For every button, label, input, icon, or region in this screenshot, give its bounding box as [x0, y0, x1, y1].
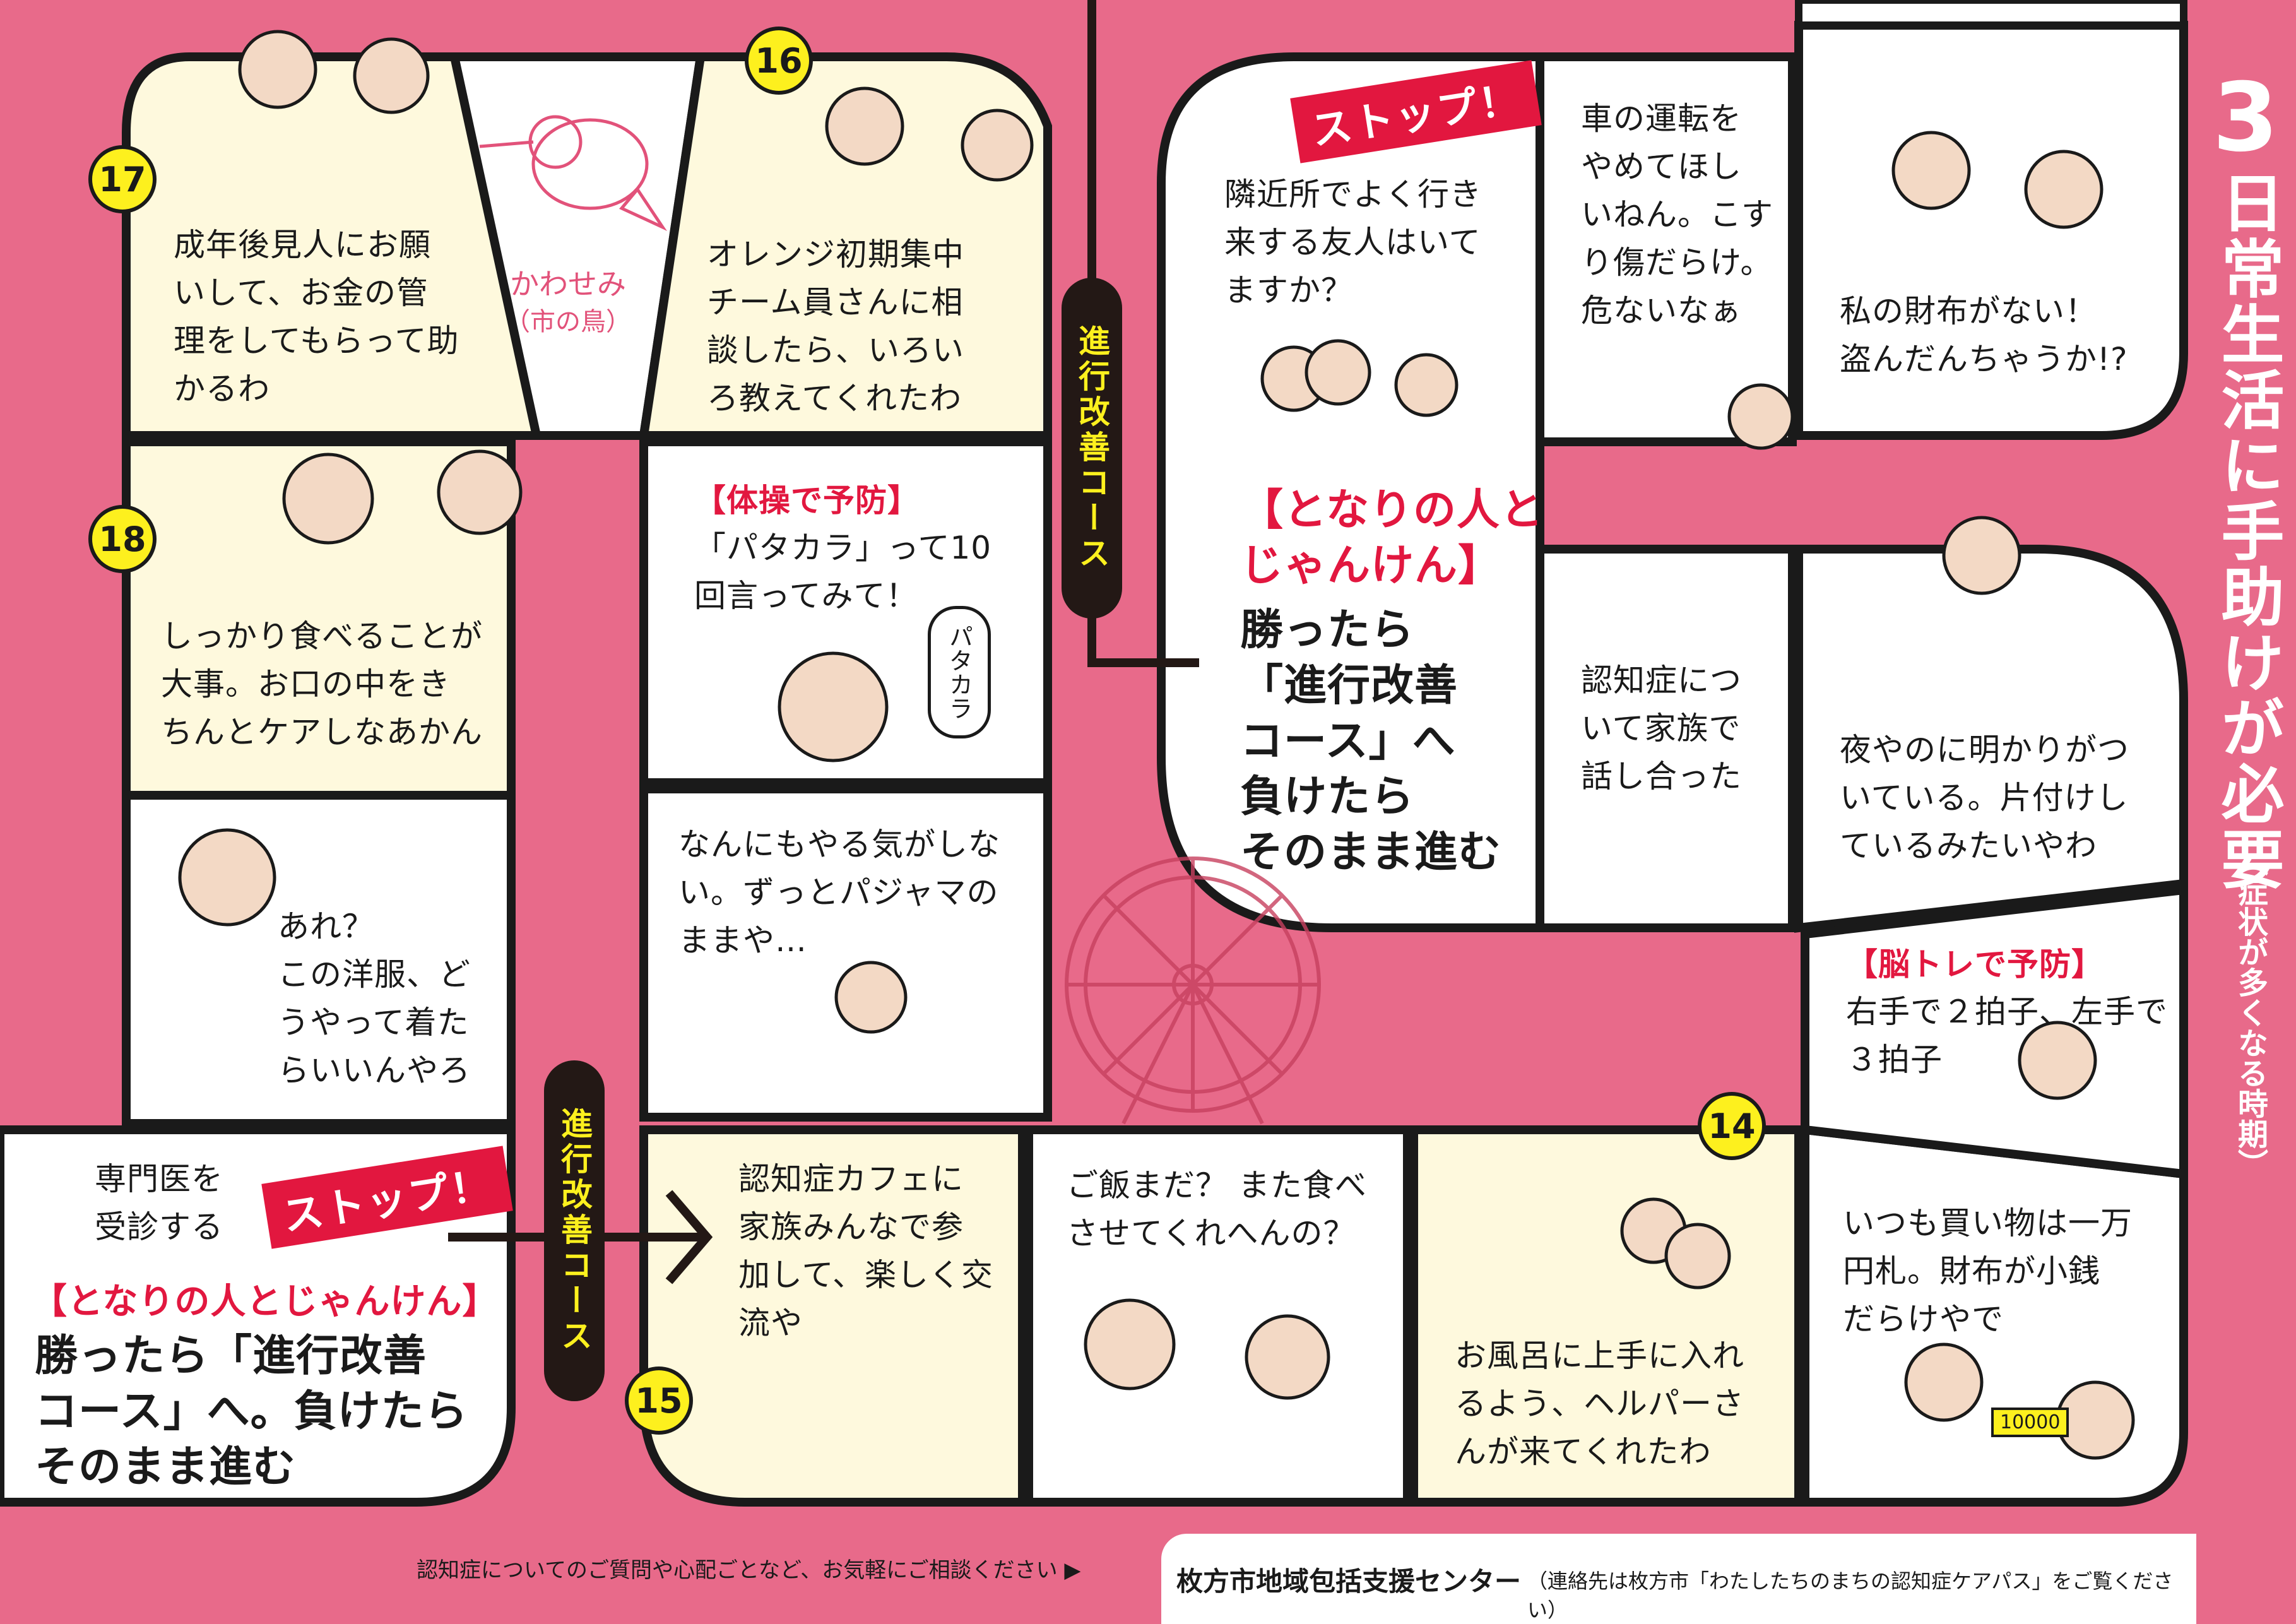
footer-contact-box: 枚方市地域包括支援センター （連絡先は枚方市「わたしたちのまちの認知症ケアパス」…: [1161, 1534, 2196, 1624]
shopping-text: いつも買い物は一万 円札。財布が小銭 だらけやで: [1843, 1205, 2133, 1337]
cell-wallet-bg: [1794, 21, 2188, 440]
cell-brain-bg: [1801, 885, 2188, 1179]
footer-note: （連絡先は枚方市「わたしたちのまちの認知症ケアパス」をご覧ください）: [1527, 1569, 2174, 1622]
cell-driving-bg: [1536, 52, 1797, 446]
stop-left-pre: 専門医を 受診する: [95, 1161, 223, 1245]
stop-center-heading: 【となりの人と じゃんけん】: [1240, 485, 1544, 591]
driving-text: 車の運転を やめてほし いねん。こす り傷だらけ。 危ないなぁ: [1581, 100, 1773, 329]
night-text: 夜やのに明かりがつ いている。片付けし ているみたいやわ: [1840, 732, 2129, 864]
ferris-wheel-decoration: [1065, 856, 1321, 1125]
kingfisher-name: かわせみ: [510, 267, 626, 301]
cell-14-text: お風呂に上手に入れ るよう、ヘルパーさ んが来てくれたわ: [1455, 1337, 1744, 1470]
pajama-text: なんにもやる気がしな い。ずっとパジャマの ままや…: [678, 826, 1000, 959]
clothes-text: あれ？ この洋服、ど うやって着た らいいんやろ: [278, 908, 471, 1089]
sidebar-title: 日常生活に手助けが必要: [2210, 170, 2284, 892]
meal-text: ご飯まだ？ また食べ させてくれへんの？: [1067, 1167, 1367, 1252]
cell-15-text: 認知症カフェに 家族みんなで参 加して、楽しく交 流や: [738, 1161, 993, 1341]
exercise-heading: 【体操で予防】: [694, 482, 920, 519]
course-label-top: 進行改善コース: [1062, 278, 1122, 619]
brain-heading: 【脳トレで予防】: [1846, 946, 2104, 983]
cell-17-text: 成年後見人にお願 いして、お金の管 理をしてもらって助 かるわ: [174, 227, 459, 407]
cell-family-bg: [1536, 545, 1797, 932]
course-label-bottom: 進行改善コース: [544, 1060, 605, 1401]
wallet-text: 私の財布がない！ 盗んだんちゃうか!?: [1840, 293, 2128, 377]
brain-text: 右手で２拍子、左手で ３拍子: [1846, 993, 2168, 1078]
kingfisher-illustration: [479, 115, 667, 231]
cell-night-bg: [1794, 545, 2188, 933]
sidebar-subtitle: （症状が多くなる時期）: [2232, 846, 2268, 1179]
cell-16-text: オレンジ初期集中 チーム員さんに相 談したら、いろい ろ教えてくれたわ: [707, 236, 964, 417]
cell-14-bg: [1409, 1125, 1803, 1507]
kingfisher-label: かわせみ （市の鳥）: [505, 265, 631, 341]
cell-16-bg: [638, 52, 1052, 440]
badge-18: 18: [88, 505, 157, 573]
kingfisher-note: （市の鳥）: [505, 307, 631, 336]
cell-top-strip: [1795, 0, 2187, 29]
exercise-text: 「パタカラ」って10 回言ってみて！: [694, 530, 992, 614]
cell-meal-bg: [1024, 1125, 1412, 1507]
badge-17: 17: [88, 145, 157, 213]
footer-center-name: 枚方市地域包括支援センター: [1176, 1566, 1522, 1597]
cell-18-text: しっかり食べることが 大事。お口の中をき ちんとケアしなあかん: [161, 618, 483, 750]
stop-center-text: 勝ったら 「進行改善 コース」へ 負けたら そのまま進む: [1240, 605, 1502, 877]
badge-15: 15: [625, 1366, 693, 1435]
stop-left-text: 勝ったら「進行改善 コース」へ。負けたら そのまま進む: [35, 1331, 468, 1492]
badge-16: 16: [745, 27, 813, 95]
family-text: 認知症につ いて家族で 話し合った: [1581, 662, 1742, 795]
pataka-speech-bubble: パタカラ: [928, 606, 991, 738]
person-illustrations: [178, 30, 2135, 1460]
stop-center-question: 隣近所でよく行き 来する友人はいて ますか？: [1224, 176, 1482, 309]
cell-stop-center-bg: [1157, 52, 1544, 932]
footer-message: 認知症についてのご質問や心配ごとなど、お気軽にご相談ください ▶: [417, 1558, 1081, 1583]
cell-17-bg: [122, 52, 541, 440]
sidebar-number: 3: [2212, 63, 2279, 173]
ten-thousand-yen-bill: 10000: [1991, 1408, 2069, 1437]
cell-pajama-bg: [639, 785, 1052, 1122]
badge-14: 14: [1698, 1092, 1766, 1160]
stop-left-heading: 【となりの人とじゃんけん】: [32, 1281, 499, 1322]
